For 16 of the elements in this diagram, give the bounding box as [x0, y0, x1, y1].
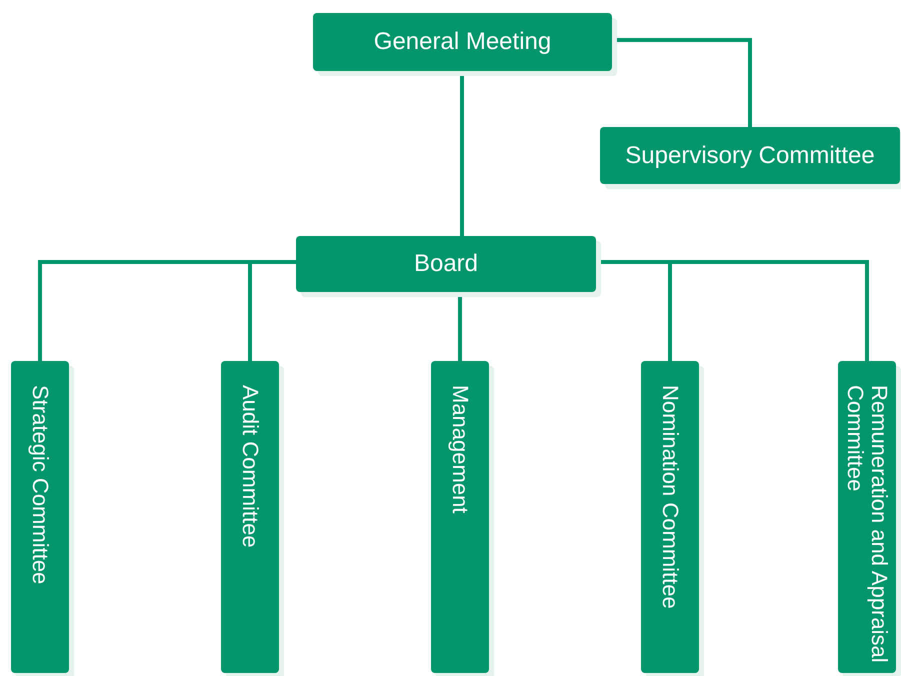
org-box: [600, 127, 900, 184]
box-label: Strategic Committee: [28, 385, 52, 584]
box-label: General Meeting: [374, 28, 552, 56]
vertical-box: [431, 361, 489, 673]
org-box: [313, 13, 612, 71]
box-label: Remuneration and Appraisal Committee: [842, 385, 892, 665]
box-label: Audit Committee: [238, 385, 262, 548]
vertical-box: [221, 361, 279, 673]
vertical-box: [838, 361, 896, 673]
box-label: Board: [414, 250, 478, 278]
vertical-box: [641, 361, 699, 673]
org-box: [296, 236, 596, 292]
box-label: Nomination Committee: [658, 385, 682, 609]
box-label: Management: [448, 385, 472, 514]
box-label: Supervisory Committee: [625, 142, 875, 170]
vertical-box: [11, 361, 69, 673]
